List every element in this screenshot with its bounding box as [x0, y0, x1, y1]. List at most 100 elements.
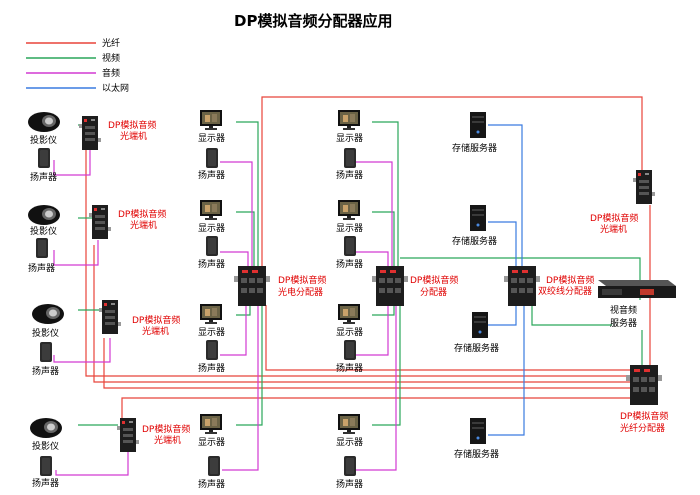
display-label: 显示器	[336, 223, 363, 234]
storage-server-label: 存储服务器	[452, 142, 497, 154]
display-icon	[338, 304, 360, 324]
speaker-label: 扬声器	[336, 478, 363, 490]
projector-icon	[28, 112, 60, 132]
fiber-splitter-icon	[626, 365, 662, 405]
projector-label: 投影仪	[32, 440, 59, 452]
page-title: DP模拟音频分配器应用	[234, 12, 392, 30]
display-group-right: 显示器 扬声器 显示器 扬声器 显示器 扬声器 显示器 扬声器	[336, 110, 363, 490]
speaker-icon	[36, 238, 48, 258]
device-label: DP模拟音频	[590, 212, 638, 224]
speaker-icon	[344, 236, 356, 256]
projector-label: 投影仪	[30, 134, 57, 146]
legend-fiber-label: 光纤	[102, 37, 120, 49]
speaker-icon	[208, 456, 220, 476]
speaker-icon	[206, 236, 218, 256]
legend-audio-label: 音频	[102, 67, 120, 79]
storage-server-icon	[470, 205, 486, 231]
speaker-icon	[206, 148, 218, 168]
av-server-label: 视音频	[610, 304, 637, 316]
speaker-label: 扬声器	[198, 478, 225, 490]
device-label: 光端机	[120, 130, 147, 142]
legend-video-label: 视频	[102, 52, 120, 64]
display-label: 显示器	[336, 327, 363, 338]
device-label: DP模拟音频	[410, 274, 458, 286]
speaker-label: 扬声器	[198, 258, 225, 270]
storage-server-label: 存储服务器	[452, 235, 497, 247]
display-icon	[200, 304, 222, 324]
optical-transceiver-icon	[89, 205, 111, 239]
display-group-left: 显示器 扬声器 显示器 扬声器 显示器 扬声器 显示器 扬声器	[198, 110, 225, 490]
av-server: 视音频 服务器	[598, 280, 676, 329]
projector-icon	[30, 418, 62, 438]
video-connections	[78, 121, 643, 426]
device-label: 分配器	[420, 287, 447, 298]
projector-row-1: 投影仪 扬声器 DP模拟音频 光端机	[28, 112, 156, 183]
optical-transceiver-icon	[633, 170, 655, 204]
display-icon	[200, 110, 222, 130]
storage-server-label: 存储服务器	[454, 342, 499, 354]
device-label: 光端机	[142, 325, 169, 337]
display-label: 显示器	[198, 437, 225, 448]
device-label: 光端机	[130, 219, 157, 231]
projector-label: 投影仪	[30, 225, 57, 237]
display-icon	[338, 200, 360, 220]
projector-icon	[32, 304, 64, 324]
device-label: 光纤分配器	[620, 422, 665, 434]
storage-server-icon	[472, 312, 488, 338]
dp-splitter: DP模拟音频 分配器	[372, 266, 458, 306]
optoelectronic-splitter: DP模拟音频 光电分配器	[234, 266, 326, 306]
projector-icon	[28, 205, 60, 225]
storage-server-label: 存储服务器	[454, 448, 499, 460]
display-icon	[200, 414, 222, 434]
projector-label: 投影仪	[32, 327, 59, 339]
speaker-label: 扬声器	[32, 365, 59, 377]
storage-server-icon	[470, 418, 486, 444]
speaker-label: 扬声器	[30, 171, 57, 183]
optoelectronic-splitter-icon	[234, 266, 270, 306]
device-label: DP模拟音频	[620, 410, 668, 422]
fiber-connections	[85, 96, 651, 428]
speaker-label: 扬声器	[336, 258, 363, 270]
device-label: DP模拟音频	[108, 119, 156, 131]
speaker-label: 扬声器	[198, 362, 225, 374]
speaker-label: 扬声器	[32, 477, 59, 489]
device-label: 双绞线分配器	[538, 285, 592, 297]
display-label: 显示器	[336, 133, 363, 144]
legend: 光纤 视频 音频 以太网	[26, 37, 129, 94]
speaker-icon	[40, 456, 52, 476]
display-label: 显示器	[198, 223, 225, 234]
right-optical-transceiver: DP模拟音频 光端机	[590, 170, 655, 235]
display-label: 显示器	[198, 133, 225, 144]
display-label: 显示器	[198, 327, 225, 338]
device-label: 光电分配器	[278, 286, 323, 298]
device-label: DP模拟音频	[278, 274, 326, 286]
optical-transceiver-icon	[79, 116, 101, 150]
dp-splitter-icon	[372, 266, 408, 306]
device-label: DP模拟音频	[142, 423, 190, 435]
speaker-icon	[344, 148, 356, 168]
projector-row-2: 投影仪 扬声器 DP模拟音频 光端机	[28, 205, 166, 274]
display-icon	[338, 414, 360, 434]
av-server-label: 服务器	[610, 317, 637, 329]
device-label: DP模拟音频	[546, 274, 594, 286]
device-label: 光端机	[154, 434, 181, 446]
device-label: 光端机	[600, 223, 627, 235]
optical-transceiver-icon	[99, 300, 121, 334]
speaker-icon	[206, 340, 218, 360]
device-label: DP模拟音频	[132, 314, 180, 326]
speaker-label: 扬声器	[28, 262, 55, 274]
speaker-label: 扬声器	[336, 169, 363, 181]
optical-transceiver-icon	[117, 418, 139, 452]
display-icon	[338, 110, 360, 130]
projector-row-4: 投影仪 扬声器 DP模拟音频 光端机	[30, 418, 190, 489]
display-label: 显示器	[336, 437, 363, 448]
twisted-pair-splitter-icon	[504, 266, 540, 306]
projector-row-3: 投影仪 扬声器 DP模拟音频 光端机	[32, 300, 180, 377]
ethernet-connections	[488, 124, 525, 436]
fiber-splitter: DP模拟音频 光纤分配器	[620, 365, 668, 434]
speaker-label: 扬声器	[336, 362, 363, 374]
speaker-icon	[344, 340, 356, 360]
storage-server-icon	[470, 112, 486, 138]
